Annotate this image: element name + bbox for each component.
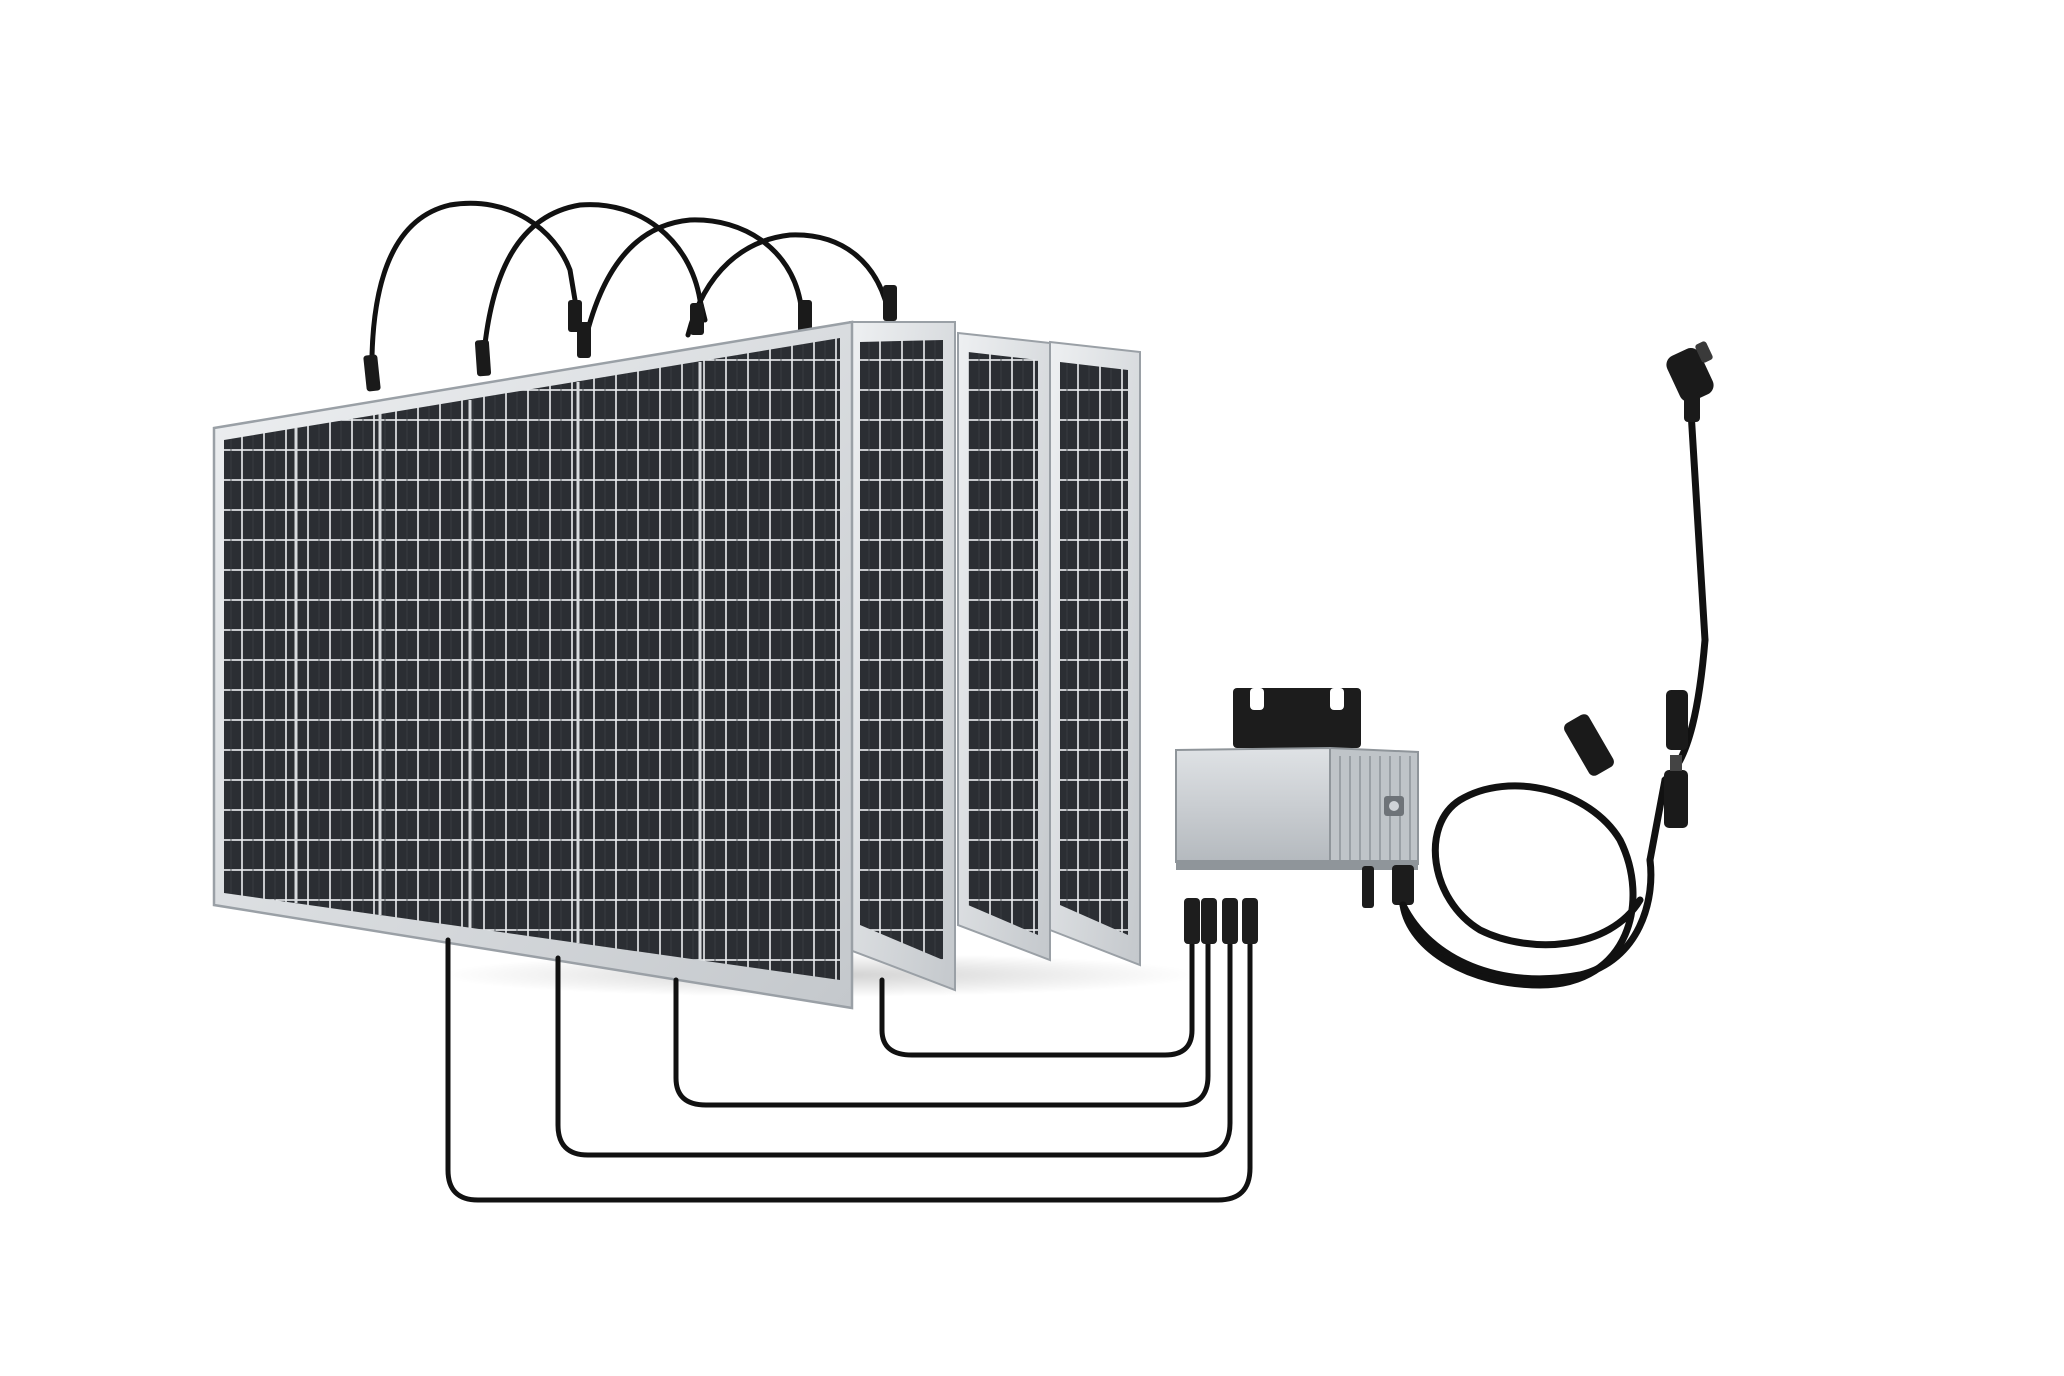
mc4-connector-icon	[1242, 898, 1258, 944]
mc4-connector-icon	[474, 339, 492, 377]
top-interconnect-cables	[369, 200, 893, 386]
mc4-connector-icon	[1664, 770, 1688, 828]
bracket-icon	[1233, 688, 1361, 748]
ac-cable	[1399, 391, 1709, 989]
panel-1	[212, 320, 854, 1010]
panel-4	[1049, 340, 1141, 967]
inverter-icon	[1175, 688, 1419, 908]
dc-connector-cluster	[1184, 898, 1258, 944]
ac-connectors	[1564, 690, 1688, 828]
mc4-connector-icon	[1222, 898, 1238, 944]
top-mc4-connectors	[363, 285, 897, 392]
mc4-connector-icon	[690, 303, 704, 335]
mc4-connector-icon	[363, 354, 381, 392]
panel-3	[957, 331, 1051, 962]
mc4-connector-icon	[1184, 898, 1200, 944]
mc4-connector-icon	[577, 322, 591, 358]
mc4-connector-icon	[1666, 690, 1688, 750]
mc4-connector-icon	[883, 285, 897, 321]
mc4-connector-icon	[798, 300, 812, 336]
bottom-dc-cables	[445, 932, 1253, 1203]
mc4-connector-icon	[1201, 898, 1217, 944]
panel-2	[849, 321, 956, 992]
schuko-plug-icon	[1666, 341, 1714, 422]
mc4-connector-icon	[1564, 714, 1614, 776]
